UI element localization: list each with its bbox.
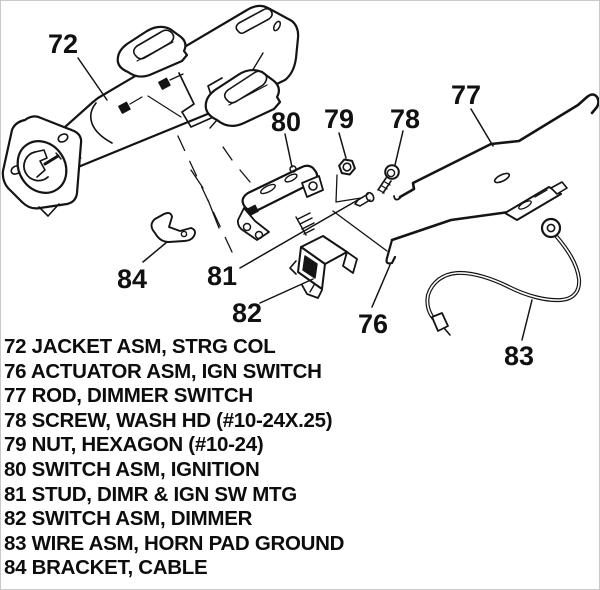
part-number: 82: [4, 507, 27, 531]
callout-labels: 72 80 79 78 77 84 81 82 76 83: [48, 29, 534, 371]
leader-line-72: [78, 58, 107, 100]
leader-line-81-dashed: [177, 134, 232, 252]
jacket-lower-flange: [3, 116, 81, 216]
part-name: ACTUATOR ASM, IGN SWITCH: [30, 359, 322, 383]
parts-list-row: 81 STUD, DIMR & IGN SW MTG: [4, 483, 384, 508]
part-name: STUD, DIMR & IGN SW MTG: [31, 482, 298, 506]
part-number: 80: [4, 457, 27, 481]
part-name: WIRE ASM, HORN PAD GROUND: [31, 531, 345, 555]
part-name: ROD, DIMMER SWITCH: [31, 384, 254, 408]
callout-72: 72: [48, 29, 78, 59]
part-number: 83: [4, 531, 27, 555]
leader-line-78: [395, 131, 403, 165]
part-79-hex-nut: [336, 160, 361, 203]
leader-line-83: [522, 300, 532, 340]
leader-line-82: [260, 279, 313, 303]
part-name: NUT, HEXAGON (#10-24): [31, 433, 264, 457]
part-number: 72: [4, 335, 27, 358]
jacket-front-boss: [118, 27, 187, 77]
part-number: 77: [4, 384, 27, 408]
callout-79: 79: [324, 104, 354, 134]
leader-line-77: [471, 109, 493, 146]
callout-76: 76: [358, 309, 388, 339]
parts-list-row: 77 ROD, DIMMER SWITCH: [4, 384, 384, 409]
part-name: JACKET ASM, STRG COL: [31, 335, 276, 358]
parts-list-row: 83 WIRE ASM, HORN PAD GROUND: [4, 532, 384, 557]
parts-list-row: 84 BRACKET, CABLE: [4, 556, 384, 581]
callout-82: 82: [232, 298, 262, 328]
parts-list-row: 80 SWITCH ASM, IGNITION: [4, 458, 384, 483]
part-number: 84: [4, 556, 27, 580]
callout-78: 78: [390, 104, 420, 134]
callout-80: 80: [271, 107, 301, 137]
parts-list: 72 JACKET ASM, STRG COL 76 ACTUATOR ASM,…: [4, 335, 384, 581]
leader-line-81: [240, 197, 363, 268]
part-82-dimmer-switch: [290, 211, 387, 298]
part-78-screw: [378, 165, 399, 193]
alignment-dashes: [191, 147, 250, 228]
part-name: SWITCH ASM, IGNITION: [31, 457, 260, 481]
parts-list-row: 82 SWITCH ASM, DIMMER: [4, 507, 384, 532]
parts-list-row: 78 SCREW, WASH HD (#10-24X.25): [4, 409, 384, 434]
callout-84: 84: [117, 264, 147, 294]
leader-line-80: [285, 134, 292, 167]
leader-line-79: [339, 133, 346, 158]
part-number: 76: [4, 359, 27, 383]
leader-line-84: [143, 242, 167, 262]
part-name: BRACKET, CABLE: [31, 556, 208, 580]
part-84-cable-bracket: [152, 213, 196, 242]
callout-83: 83: [504, 341, 534, 371]
part-name: SWITCH ASM, DIMMER: [31, 507, 253, 531]
part-80-ignition-switch: [238, 166, 323, 240]
part-83-ground-wire: [427, 219, 579, 335]
leader-lines: [78, 58, 532, 340]
parts-list-row: 79 NUT, HEXAGON (#10-24): [4, 433, 384, 458]
part-number: 81: [4, 482, 27, 506]
callout-77: 77: [451, 80, 481, 110]
jacket-rear-boss: [206, 70, 280, 128]
part-77-dimmer-rod: [394, 95, 599, 200]
parts-list-row: 72 JACKET ASM, STRG COL: [4, 335, 384, 360]
part-number: 78: [4, 408, 27, 432]
diagram-canvas: 72 80 79 78 77 84 81 82 76 83: [1, 1, 600, 371]
callout-81: 81: [207, 261, 237, 291]
part-name: SCREW, WASH HD (#10-24X.25): [31, 408, 333, 432]
leader-line-76: [372, 265, 390, 307]
part-number: 79: [4, 433, 27, 457]
part-81-stud: [355, 191, 375, 206]
part-76-actuator-asm: [387, 172, 567, 264]
parts-list-row: 76 ACTUATOR ASM, IGN SWITCH: [4, 360, 384, 385]
